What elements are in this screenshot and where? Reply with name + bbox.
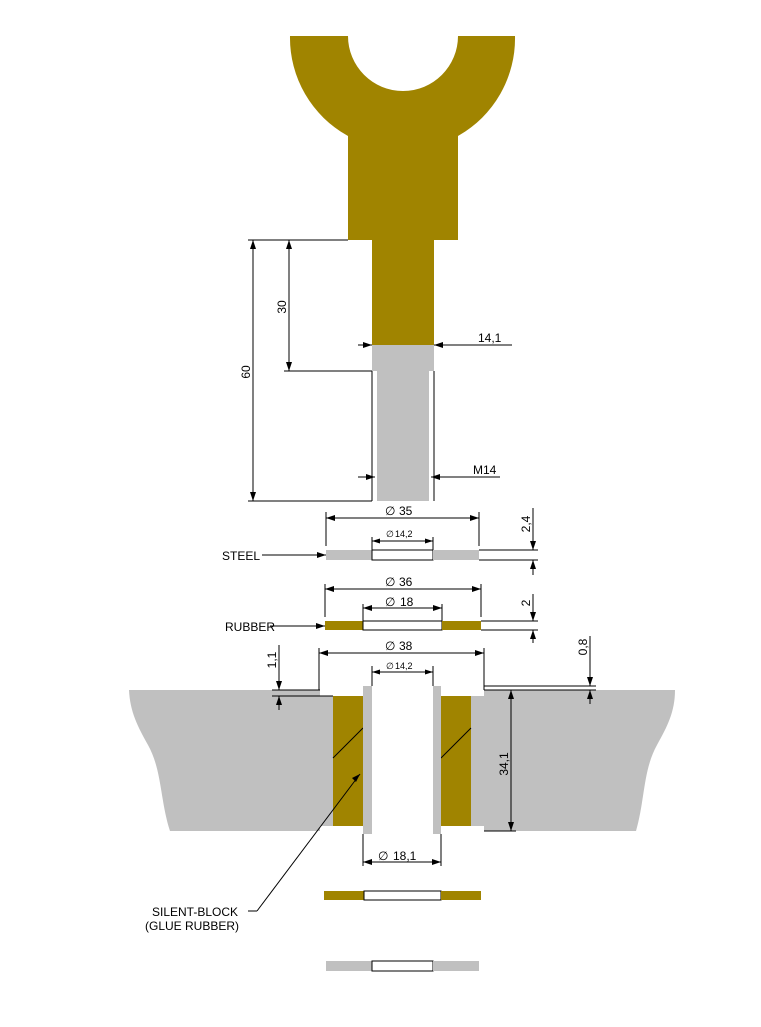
steel-label: STEEL	[222, 549, 260, 563]
bore-label: 18,1	[393, 849, 417, 863]
rubber-outer-label: 36	[399, 575, 413, 589]
lower-rubber-washer	[324, 890, 481, 901]
rubber-inner-label: 18	[400, 595, 414, 609]
threaded-rod-top	[372, 345, 434, 371]
dimension-steel-inner: ∅ 14,2	[371, 529, 434, 550]
fork-head	[289, 36, 516, 240]
rubber-thickness-label: 2	[519, 599, 533, 606]
silent-block-left	[333, 696, 363, 826]
fork-part	[289, 36, 516, 501]
dimension-housing-top-right: 0,8	[484, 636, 596, 704]
housing-inner-label: 14,2	[395, 661, 413, 671]
housing	[129, 686, 675, 834]
dim-14-1-label: 14,1	[478, 331, 502, 345]
bore-diam-symbol: ∅	[378, 849, 388, 863]
rubber-callout: RUBBER	[225, 620, 325, 634]
dimension-rubber-outer: ∅ 36	[324, 575, 482, 617]
steel-outer-diam-symbol: ∅	[385, 504, 395, 518]
housing-inner-diam-symbol: ∅	[386, 661, 394, 671]
dimension-steel-thickness: 2,4	[479, 508, 538, 575]
dimension-housing-outer: ∅ 38	[318, 639, 485, 690]
fork-neck	[372, 240, 434, 345]
lower-steel-washer	[326, 960, 479, 972]
dimension-length-partial: 30	[275, 239, 372, 372]
dimension-housing-top-left: 1,1	[265, 645, 333, 710]
dimension-neck-width: 14,1	[358, 331, 512, 348]
housing-height-label: 34,1	[497, 752, 511, 776]
dimension-bore: ∅ 18,1	[362, 834, 442, 866]
rubber-label: RUBBER	[225, 620, 275, 634]
steel-outer-label: 35	[399, 504, 413, 518]
silent-block-sublabel: (GLUE RUBBER)	[145, 919, 239, 933]
dim-m14-label: M14	[473, 463, 497, 477]
rubber-washer	[325, 620, 481, 631]
housing-right	[471, 690, 675, 831]
dimension-rubber-inner: ∅ 18	[362, 595, 443, 621]
silent-block-right	[441, 696, 471, 826]
steel-callout: STEEL	[222, 549, 326, 563]
housing-outer-label: 38	[399, 639, 413, 653]
dim-60-label: 60	[239, 365, 253, 379]
rubber-outer-diam-symbol: ∅	[385, 575, 395, 589]
housing-outer-diam-symbol: ∅	[385, 639, 395, 653]
dimension-steel-outer: ∅ 35	[325, 504, 480, 546]
dimension-thread: M14	[358, 463, 500, 480]
steel-inner-label: 14,2	[395, 529, 413, 539]
threaded-rod	[375, 371, 431, 501]
silent-block-callout: SILENT-BLOCK (GLUE RUBBER)	[145, 773, 361, 933]
steel-inner-diam-symbol: ∅	[386, 529, 394, 539]
sleeve-left	[363, 686, 372, 834]
steel-washer	[326, 549, 479, 561]
steel-thickness-label: 2,4	[519, 515, 533, 532]
dimension-housing-inner: ∅ 14,2	[371, 661, 434, 686]
dimension-housing-height: 34,1	[484, 689, 516, 832]
housing-top-left-label: 1,1	[265, 651, 279, 668]
dimension-rubber-thickness: 2	[481, 594, 538, 643]
silent-block-label: SILENT-BLOCK	[152, 905, 238, 919]
sleeve-right	[433, 686, 441, 834]
rubber-inner-diam-symbol: ∅	[385, 595, 395, 609]
housing-top-right-label: 0,8	[576, 638, 590, 655]
dim-30-label: 30	[275, 300, 289, 314]
housing-left	[129, 690, 333, 831]
